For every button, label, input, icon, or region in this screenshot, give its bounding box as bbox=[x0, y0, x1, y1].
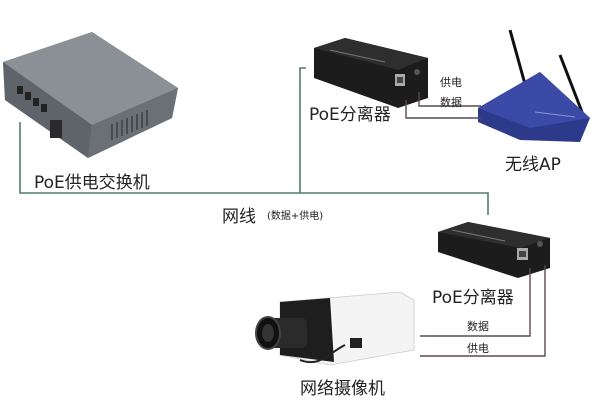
top-power-label: 供电 bbox=[440, 76, 462, 89]
poe-splitter-bottom-icon bbox=[438, 222, 550, 278]
poe-splitter-bottom-label: PoE分离器 bbox=[432, 288, 514, 308]
network-cable-line bbox=[19, 67, 489, 215]
network-camera-icon bbox=[255, 291, 415, 366]
bottom-split-lines bbox=[420, 265, 546, 357]
wireless-ap-icon bbox=[478, 29, 590, 142]
poe-switch-label: PoE供电交换机 bbox=[34, 173, 150, 193]
network-camera-label: 网络摄像机 bbox=[300, 379, 385, 399]
bottom-power-label: 供电 bbox=[467, 342, 489, 355]
bottom-data-label: 数据 bbox=[467, 320, 489, 333]
poe-splitter-top-icon bbox=[314, 38, 428, 108]
wireless-ap-label: 无线AP bbox=[505, 155, 561, 175]
network-cable-label: 网线 bbox=[222, 207, 256, 227]
poe-splitter-top-label: PoE分离器 bbox=[309, 105, 391, 125]
top-split-lines bbox=[405, 92, 481, 119]
poe-switch-icon bbox=[3, 32, 178, 158]
network-cable-note: (数据+供电) bbox=[267, 211, 324, 222]
top-data-label: 数据 bbox=[440, 96, 462, 109]
